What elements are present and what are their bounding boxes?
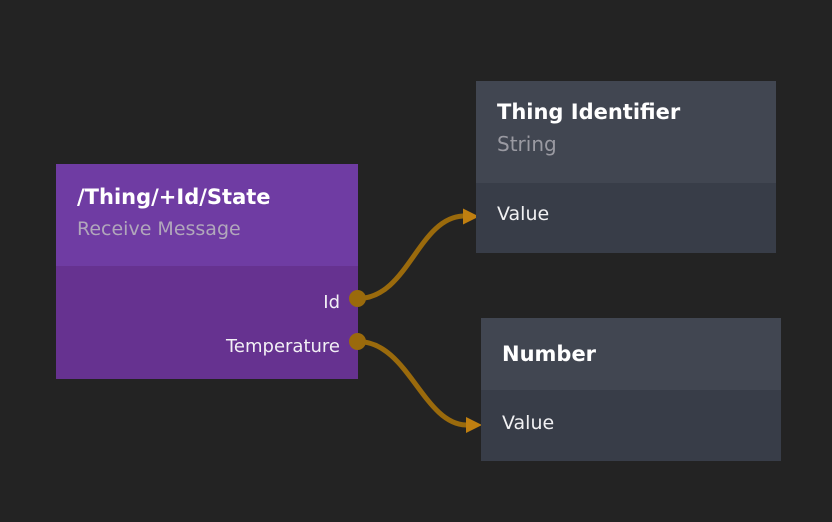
node-number-body: Value xyxy=(481,390,781,461)
connection-id-to-thing-identifier[interactable] xyxy=(355,213,466,301)
node-receive-message-subtitle: Receive Message xyxy=(77,218,241,240)
input-port-number-value-label[interactable]: Value xyxy=(502,412,555,434)
node-receive-message-body: Id Temperature xyxy=(56,266,358,379)
node-thing-identifier-body: Value xyxy=(476,183,776,253)
output-port-temperature[interactable]: Temperature xyxy=(226,336,340,357)
output-port-temperature-connector-dot[interactable] xyxy=(349,333,366,350)
output-port-id-connector-dot[interactable] xyxy=(349,290,366,307)
node-thing-identifier-header[interactable]: Thing Identifier String xyxy=(476,81,776,183)
input-port-thing-identifier-value-label[interactable]: Value xyxy=(497,203,550,225)
node-number-title: Number xyxy=(502,342,597,366)
output-port-id[interactable]: Id xyxy=(323,292,340,313)
connection-temperature-to-number[interactable] xyxy=(355,339,469,428)
node-number-header[interactable]: Number xyxy=(481,318,781,390)
node-number[interactable]: Number Value xyxy=(481,318,781,461)
node-receive-message-header[interactable]: /Thing/+Id/State Receive Message xyxy=(56,164,358,266)
node-receive-message[interactable]: /Thing/+Id/State Receive Message Id Temp… xyxy=(56,164,358,379)
output-port-id-label: Id xyxy=(323,292,340,313)
node-thing-identifier-subtitle: String xyxy=(497,132,557,156)
arrowhead-number-value xyxy=(466,417,482,433)
output-port-temperature-label: Temperature xyxy=(225,336,340,357)
node-thing-identifier[interactable]: Thing Identifier String Value xyxy=(476,81,776,253)
node-thing-identifier-title: Thing Identifier xyxy=(497,100,681,124)
node-receive-message-title: /Thing/+Id/State xyxy=(77,185,271,209)
